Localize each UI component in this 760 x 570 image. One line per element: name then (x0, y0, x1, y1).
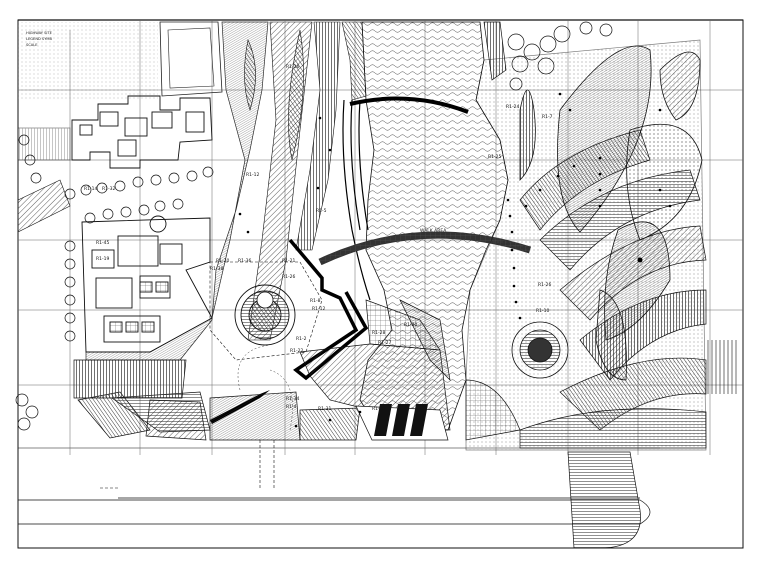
surrounding-blocks: HIGHWAY SITE LEGEND SYMB SCALE (18, 21, 223, 100)
buildings-northwest (18, 95, 213, 169)
label-r14: R1-22 (290, 348, 303, 354)
label-r26: R1-32 (102, 186, 115, 192)
east-stairs (707, 340, 737, 394)
label-r7: R1-20 (216, 258, 229, 264)
zigzag-wall (288, 238, 369, 381)
label-r27: R1-26 (286, 64, 299, 70)
label-r4: R1-26 (538, 282, 551, 288)
leaf-beds-east (519, 45, 703, 381)
label-r28: R1-12 (246, 172, 259, 178)
east-round-plaza (511, 321, 569, 379)
south-east-ramp (18, 451, 651, 549)
tree-cluster-north-east (483, 21, 613, 91)
label-r15: R1-12 (312, 306, 325, 312)
tree-row-west (15, 134, 76, 431)
label-r2: R1-7 (542, 114, 553, 120)
label-r25: R1-14 (84, 186, 97, 192)
label-r23: R1-45 (96, 240, 109, 246)
label-wave-note: WALK AREA (420, 228, 447, 234)
label-r1: R1-24 (506, 104, 519, 110)
label-r3: R1-25 (488, 154, 501, 160)
label-r19: R1-34 (286, 396, 299, 402)
label-r21: R1-31 (318, 406, 331, 412)
label-r13: R1-2 (296, 336, 307, 342)
corner-note-1: HIGHWAY SITE (26, 31, 53, 35)
label-r12: R1-8 (310, 298, 321, 304)
label-r9: R1-26 (282, 274, 295, 280)
diagonal-strip-west (17, 179, 71, 233)
label-r24: R1-19 (96, 256, 109, 262)
label-r8: R1-21 (282, 258, 295, 264)
leaf-beds-north (244, 29, 304, 161)
label-r22: R1-35 (372, 406, 385, 412)
label-r11: R1-38 (210, 266, 223, 272)
building-west-complex (81, 215, 213, 353)
central-fountain (209, 261, 323, 431)
label-r18: R1-30 (404, 322, 417, 328)
zebra-blocks (374, 404, 428, 436)
corner-note-3: SCALE (26, 43, 38, 47)
corner-note-2: LEGEND SYMB (26, 37, 53, 41)
south-lane (100, 440, 275, 490)
plan-labels: WALK AREA R1-24 R1-7 R1-25 R1-26 R1-10 R… (84, 64, 553, 412)
tree-row-north (64, 166, 214, 224)
label-r17: R1-28 (372, 330, 385, 336)
label-r6: R1-5 (316, 208, 327, 214)
label-r16: R1-27 (378, 340, 391, 346)
label-r20: R1-4 (286, 404, 297, 410)
label-r10: R1-36 (238, 258, 251, 264)
lamp-points (238, 92, 672, 428)
label-r5: R1-10 (536, 308, 549, 314)
